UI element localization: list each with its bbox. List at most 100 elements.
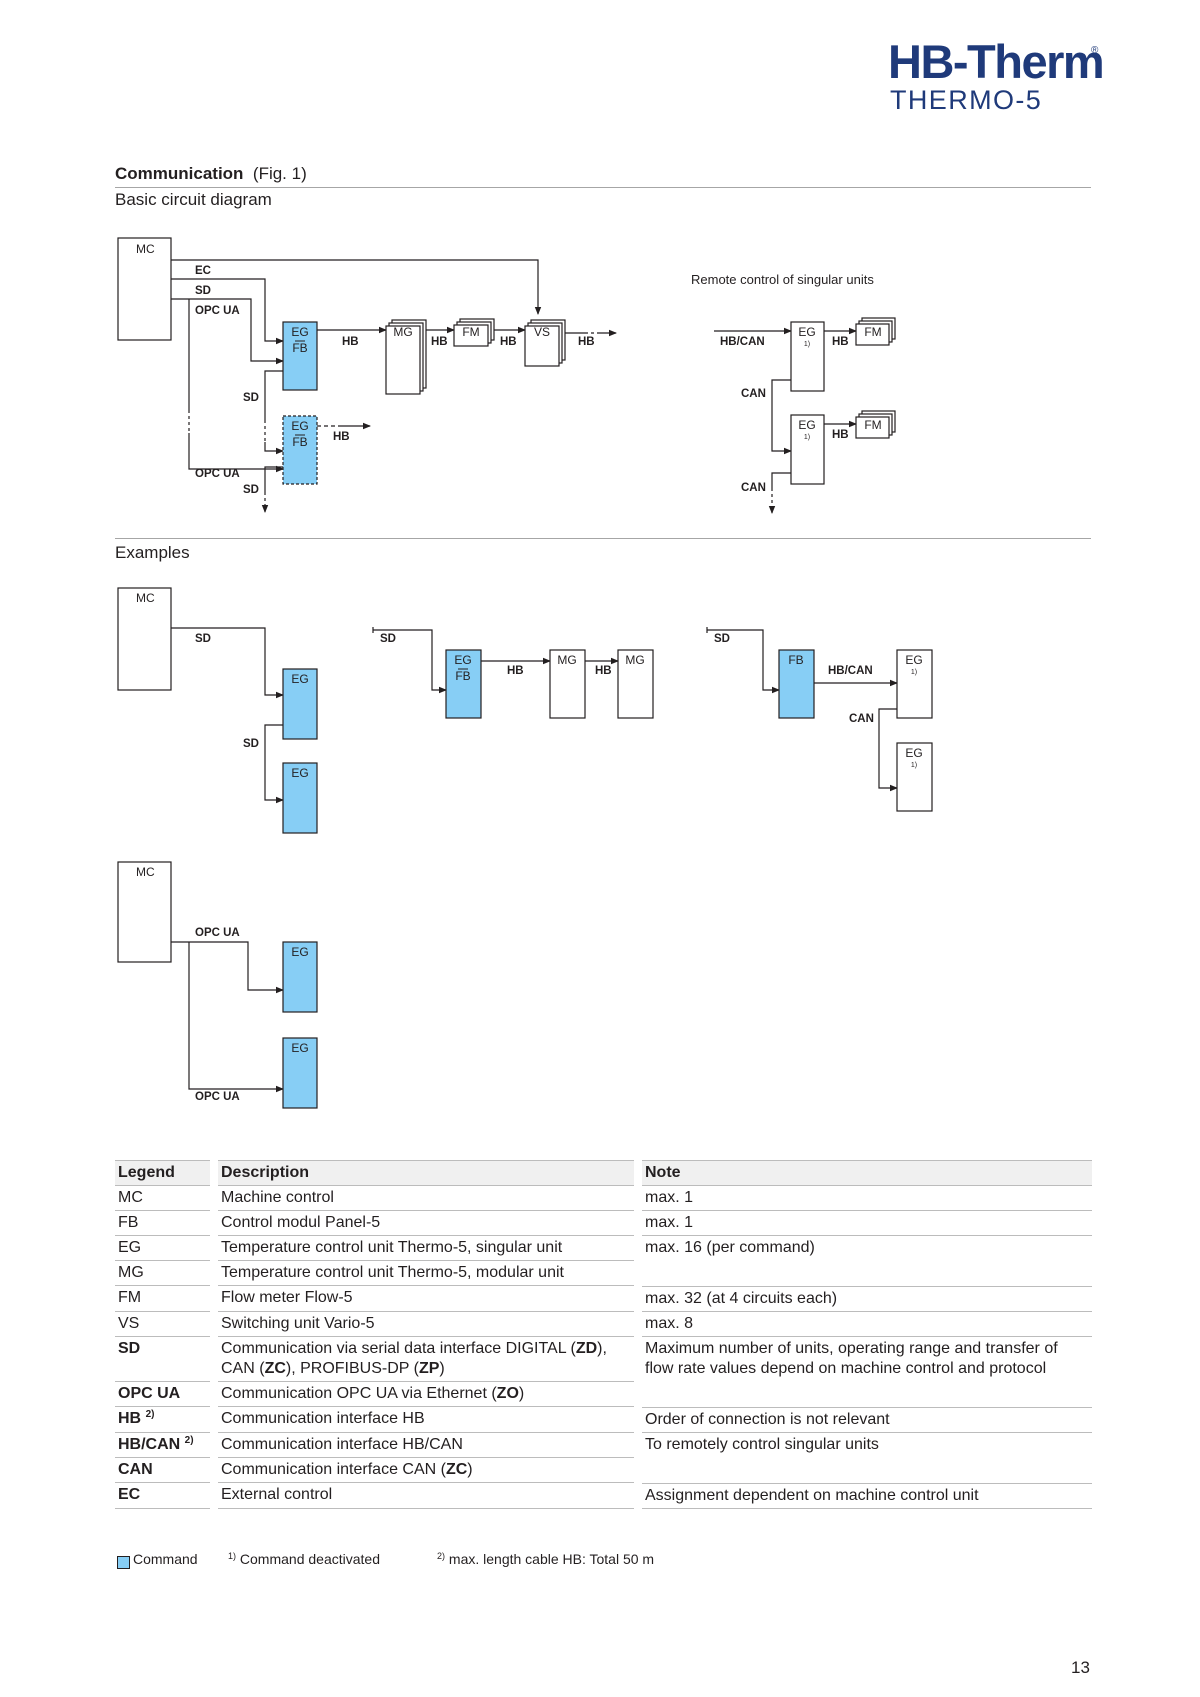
sd-line-1 [171, 278, 284, 345]
sd-line-3 [264, 466, 283, 492]
footnote-command: Command [133, 1551, 198, 1567]
table-row: OPC UA Communication OPC UA via Ethernet… [115, 1382, 1092, 1407]
mg-example-2a [549, 649, 586, 719]
note-cell: Maximum number of units, operating range… [645, 1340, 1058, 1377]
label-sd-example-3: SD [714, 633, 730, 645]
label-fm-remote-1: FM [864, 325, 881, 339]
sd-line-2 [264, 370, 283, 420]
label-mg-1: MG [393, 325, 412, 339]
legend-cell: MG [115, 1261, 210, 1286]
legend-cell: MC [115, 1186, 210, 1211]
label-hb-4: HB [578, 336, 595, 348]
label-eg-example-1a: EG [291, 672, 308, 686]
label-eg-remote-1: EG [798, 325, 815, 339]
can-line-remote [771, 379, 792, 455]
description-cell: Communication OPC UA via Ethernet (ZO) [218, 1382, 634, 1407]
section-title: Communication (Fig. 1) [115, 164, 307, 184]
description-cell: Communication interface HB [218, 1407, 634, 1433]
legend-cell: CAN [115, 1458, 210, 1483]
mc-box-basic [117, 237, 172, 341]
footnote-2: 2) max. length cable HB: Total 50 m [437, 1551, 655, 1567]
legend-cell: FB [115, 1211, 210, 1236]
table-row: VS Switching unit Vario-5 max. 8 [115, 1312, 1092, 1337]
legend-table: Legend Description Note MC Machine contr… [115, 1160, 1092, 1509]
circuit-diagrams: MC EC SD OPC UA EG FB HB MG HB FM HB VS … [117, 237, 933, 1109]
eg-example-3a [896, 649, 933, 719]
label-eg-example-4a: EG [291, 945, 308, 959]
table-row: CAN Communication interface CAN (ZC) [115, 1458, 1092, 1483]
remote-caption: Remote control of singular units [691, 272, 874, 287]
description-cell: Flow meter Flow-5 [218, 1286, 634, 1312]
label-mc-basic: MC [136, 242, 155, 256]
label-can-remote-2: CAN [741, 482, 766, 494]
label-mc-example-1: MC [136, 591, 155, 605]
eg-fb-command-box [282, 321, 318, 391]
label-mg-example-2b: MG [625, 653, 644, 667]
label-opcua-2: OPC UA [195, 468, 240, 480]
examples-rule [115, 538, 1091, 539]
table-row: HB 2) Communication interface HB Order o… [115, 1407, 1092, 1433]
vs-stack [524, 325, 560, 367]
eg-example-3b [896, 742, 933, 812]
page-number: 13 [1071, 1658, 1090, 1677]
label-hb-1: HB [342, 336, 359, 348]
label-can-example-3: CAN [849, 713, 874, 725]
eg-command-example-1a [282, 668, 318, 740]
section-subtitle: Basic circuit diagram [115, 190, 272, 209]
label-fn1-remote-1: 1) [804, 341, 810, 348]
label-fn1-example-3b: 1) [911, 762, 917, 769]
note-cell: Assignment dependent on machine control … [642, 1483, 1092, 1509]
fm-remote-2 [855, 416, 890, 439]
description-cell: Machine control [218, 1186, 634, 1211]
table-row: SD Communication via serial data interfa… [115, 1337, 1092, 1382]
label-hb-3: HB [500, 336, 517, 348]
label-eg-remote-2: EG [798, 418, 815, 432]
eg-remote-2 [790, 414, 825, 485]
table-row: EG Temperature control unit Thermo-5, si… [115, 1236, 1092, 1261]
description-cell: Temperature control unit Thermo-5, singu… [218, 1236, 634, 1261]
section-rule [115, 187, 1091, 188]
description-cell: Communication interface CAN (ZC) [218, 1458, 634, 1483]
footnote-1: 1) Command deactivated [228, 1551, 380, 1567]
note-cell: Order of connection is not relevant [642, 1407, 1092, 1433]
eg-command-example-4a [282, 941, 318, 1013]
label-sd-3: SD [243, 484, 259, 496]
note-cell: max. 1 [642, 1186, 1092, 1211]
examples-title: Examples [115, 543, 190, 562]
label-eg-example-3b: EG [905, 746, 922, 760]
legend-cell: EC [115, 1483, 210, 1509]
label-fn1-example-3a: 1) [911, 669, 917, 676]
label-sd-2: SD [243, 392, 259, 404]
brand-logo: HB-Therm [888, 35, 1105, 88]
label-sd-example-1a: SD [195, 633, 211, 645]
label-fb-1: FB [292, 341, 307, 355]
label-hbcan-remote: HB/CAN [720, 336, 765, 348]
label-opcua-example-4b: OPC UA [195, 1091, 240, 1103]
eg-command-example-1b [282, 762, 318, 834]
registered-mark: ® [1091, 45, 1099, 56]
label-eg-2: EG [291, 419, 308, 433]
section-title-bold: Communication [115, 164, 244, 183]
section-figure-ref: (Fig. 1) [252, 164, 307, 183]
label-fb-example-3: FB [788, 653, 803, 667]
label-vs-1: VS [534, 325, 550, 339]
table-row: MC Machine control max. 1 [115, 1186, 1092, 1211]
label-fb-example-2: FB [455, 669, 470, 683]
eg-fb-command-box-dashed [282, 415, 318, 485]
label-hb-remote-1: HB [832, 336, 849, 348]
table-row: EC External control Assignment dependent… [115, 1483, 1092, 1509]
legend-header-row: Legend Description Note [115, 1160, 1092, 1186]
ec-line [171, 259, 542, 315]
label-ec: EC [195, 265, 211, 277]
label-eg-example-4b: EG [291, 1041, 308, 1055]
label-eg-example-1b: EG [291, 766, 308, 780]
description-cell: Control modul Panel-5 [218, 1211, 634, 1236]
brand-product: THERMO-5 [890, 85, 1043, 115]
legend-cell: SD [115, 1337, 210, 1382]
header-legend: Legend [115, 1160, 210, 1186]
table-row: FB Control modul Panel-5 max. 1 [115, 1211, 1092, 1236]
eg-command-example-4b [282, 1037, 318, 1109]
label-fb-2: FB [292, 435, 307, 449]
label-hb-2: HB [431, 336, 448, 348]
header-description: Description [218, 1160, 634, 1186]
